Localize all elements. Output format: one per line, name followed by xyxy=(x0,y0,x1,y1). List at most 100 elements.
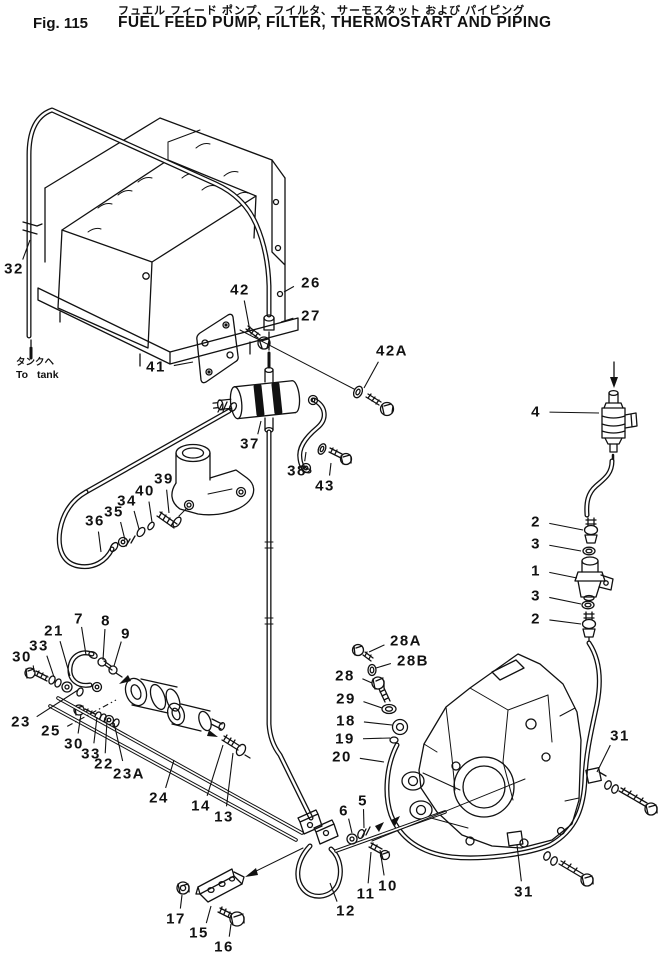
part-label-42A-5: 42A xyxy=(376,343,408,360)
part-label-12-38: 12 xyxy=(336,903,356,920)
to-tank-japanese: タンクヘ xyxy=(16,357,55,368)
pump-mount-bosses xyxy=(401,771,469,829)
leader-line-26-1 xyxy=(283,285,295,293)
leader-line-35-12 xyxy=(120,521,126,541)
assembly-arrow-engine-2-icon xyxy=(391,816,400,826)
leader-line-13-34 xyxy=(225,752,234,807)
leader-line-2-15 xyxy=(549,522,584,531)
leader-line-20-49 xyxy=(359,757,385,763)
leader-line-39-9 xyxy=(166,489,170,514)
hose-clamp-31-lower xyxy=(506,830,594,887)
part-label-19-48: 19 xyxy=(335,731,355,748)
part-label-16-37: 16 xyxy=(214,939,234,953)
leader-line-11-39 xyxy=(367,851,372,884)
leader-line-30-24 xyxy=(32,665,35,673)
filter-ports xyxy=(264,366,274,434)
leader-line-24-32 xyxy=(165,759,175,789)
part-label-14-33: 14 xyxy=(191,798,211,815)
leader-line-21-20 xyxy=(59,641,71,677)
nut-17 xyxy=(176,881,190,895)
part-label-39-9: 39 xyxy=(154,471,174,488)
part-label-23-26: 23 xyxy=(11,714,31,731)
part-label-42-3: 42 xyxy=(230,282,250,299)
leader-line-1-17 xyxy=(549,571,578,579)
leader-line-30-28 xyxy=(77,713,82,734)
fittings-35-34-40-39 xyxy=(117,507,188,548)
fittings-5-6 xyxy=(346,826,371,845)
figure-number: Fig. 115 xyxy=(33,15,89,32)
part-label-30-24: 30 xyxy=(12,649,32,666)
leader-line-2-19 xyxy=(549,619,582,625)
part-label-33-29: 33 xyxy=(81,746,101,763)
assembly-line-42a xyxy=(239,329,355,390)
clamp-blocks xyxy=(297,809,339,845)
bolt-16 xyxy=(217,906,245,927)
fuel-tank-assembly xyxy=(37,117,299,367)
leader-line-25-27 xyxy=(66,699,117,727)
banjo-bolt-28-washer-29 xyxy=(371,676,397,715)
clamp-bar-15 xyxy=(195,868,245,903)
part-label-31-51: 31 xyxy=(514,884,534,901)
bolt-42 xyxy=(245,325,271,350)
pipe-banjo-fitting xyxy=(217,401,238,413)
assembly-arrow-right-icon xyxy=(207,730,218,737)
leader-line-19-48 xyxy=(362,737,391,740)
hose-clamp-tie xyxy=(22,221,43,235)
leader-line-29-46 xyxy=(363,701,383,709)
leader-line-3-16 xyxy=(549,544,582,552)
banjo-bolts-8-9 xyxy=(97,657,123,678)
leader-line-16-37 xyxy=(228,923,232,937)
assembly-arrow-engine-1-icon xyxy=(375,822,384,832)
leader-line-18-47 xyxy=(363,721,393,726)
leader-line-3-18 xyxy=(549,596,582,605)
leader-line-9-23 xyxy=(113,641,122,667)
washer-bolt-42A xyxy=(352,385,395,417)
part-label-28A-43: 28A xyxy=(390,633,422,650)
leader-line-28-45 xyxy=(362,678,373,684)
leader-line-34-11 xyxy=(133,510,140,530)
part-label-9-23: 9 xyxy=(121,626,131,643)
part-label-37-6: 37 xyxy=(240,436,260,453)
part-label-35-12: 35 xyxy=(104,504,124,521)
banjo-eye-18-ring-19 xyxy=(389,718,409,744)
thermostart-valve-1 xyxy=(574,556,614,602)
part-label-20-49: 20 xyxy=(332,749,352,766)
part-label-40-10: 40 xyxy=(135,483,155,500)
fuel-pipe-vertical xyxy=(264,429,314,821)
hose-end-fitting-27 xyxy=(263,314,275,369)
leader-line-31-51 xyxy=(516,844,522,882)
leader-line-14-33 xyxy=(206,744,224,797)
hose-loop-36 xyxy=(56,489,119,570)
leader-line-7-21 xyxy=(81,626,87,656)
leader-line-10-40 xyxy=(379,849,385,876)
part-label-26-1: 26 xyxy=(301,275,321,292)
part-label-34-11: 34 xyxy=(117,493,137,510)
part-label-3-18: 3 xyxy=(531,588,541,605)
fuel-filter-37 xyxy=(212,380,301,420)
hardware-28a-28b xyxy=(351,643,377,677)
part-label-29-46: 29 xyxy=(336,691,356,708)
engine-block xyxy=(401,653,582,849)
part-label-7-21: 7 xyxy=(74,611,84,628)
part-label-21-20: 21 xyxy=(44,623,64,640)
figure-title: FUEL FEED PUMP, FILTER, THERMOSTART AND … xyxy=(118,14,552,31)
leader-line-42-3 xyxy=(243,300,251,332)
assembly-line-to-engine xyxy=(371,778,526,842)
explode-arrow-line xyxy=(253,847,304,873)
thermostat-housing-elbow xyxy=(171,443,255,516)
washer-bolt-43 xyxy=(317,443,353,466)
part-label-43-8: 43 xyxy=(315,478,335,495)
explode-arrow-icon xyxy=(245,868,258,877)
part-label-10-40: 10 xyxy=(378,878,398,895)
leader-line-15-36 xyxy=(205,905,212,924)
leader-line-22-30 xyxy=(104,719,108,754)
pump-body-2 xyxy=(166,702,226,732)
figure-title-japanese: フュエル フィード ポンプ、 フイルタ、 サーモスタット および パイピング xyxy=(118,5,526,17)
leader-line-23-26 xyxy=(36,689,79,718)
part-label-33-25: 33 xyxy=(29,638,49,655)
part-label-32-0: 32 xyxy=(4,261,24,278)
part-label-5-42: 5 xyxy=(358,793,368,810)
leader-line-28A-43 xyxy=(368,644,385,653)
